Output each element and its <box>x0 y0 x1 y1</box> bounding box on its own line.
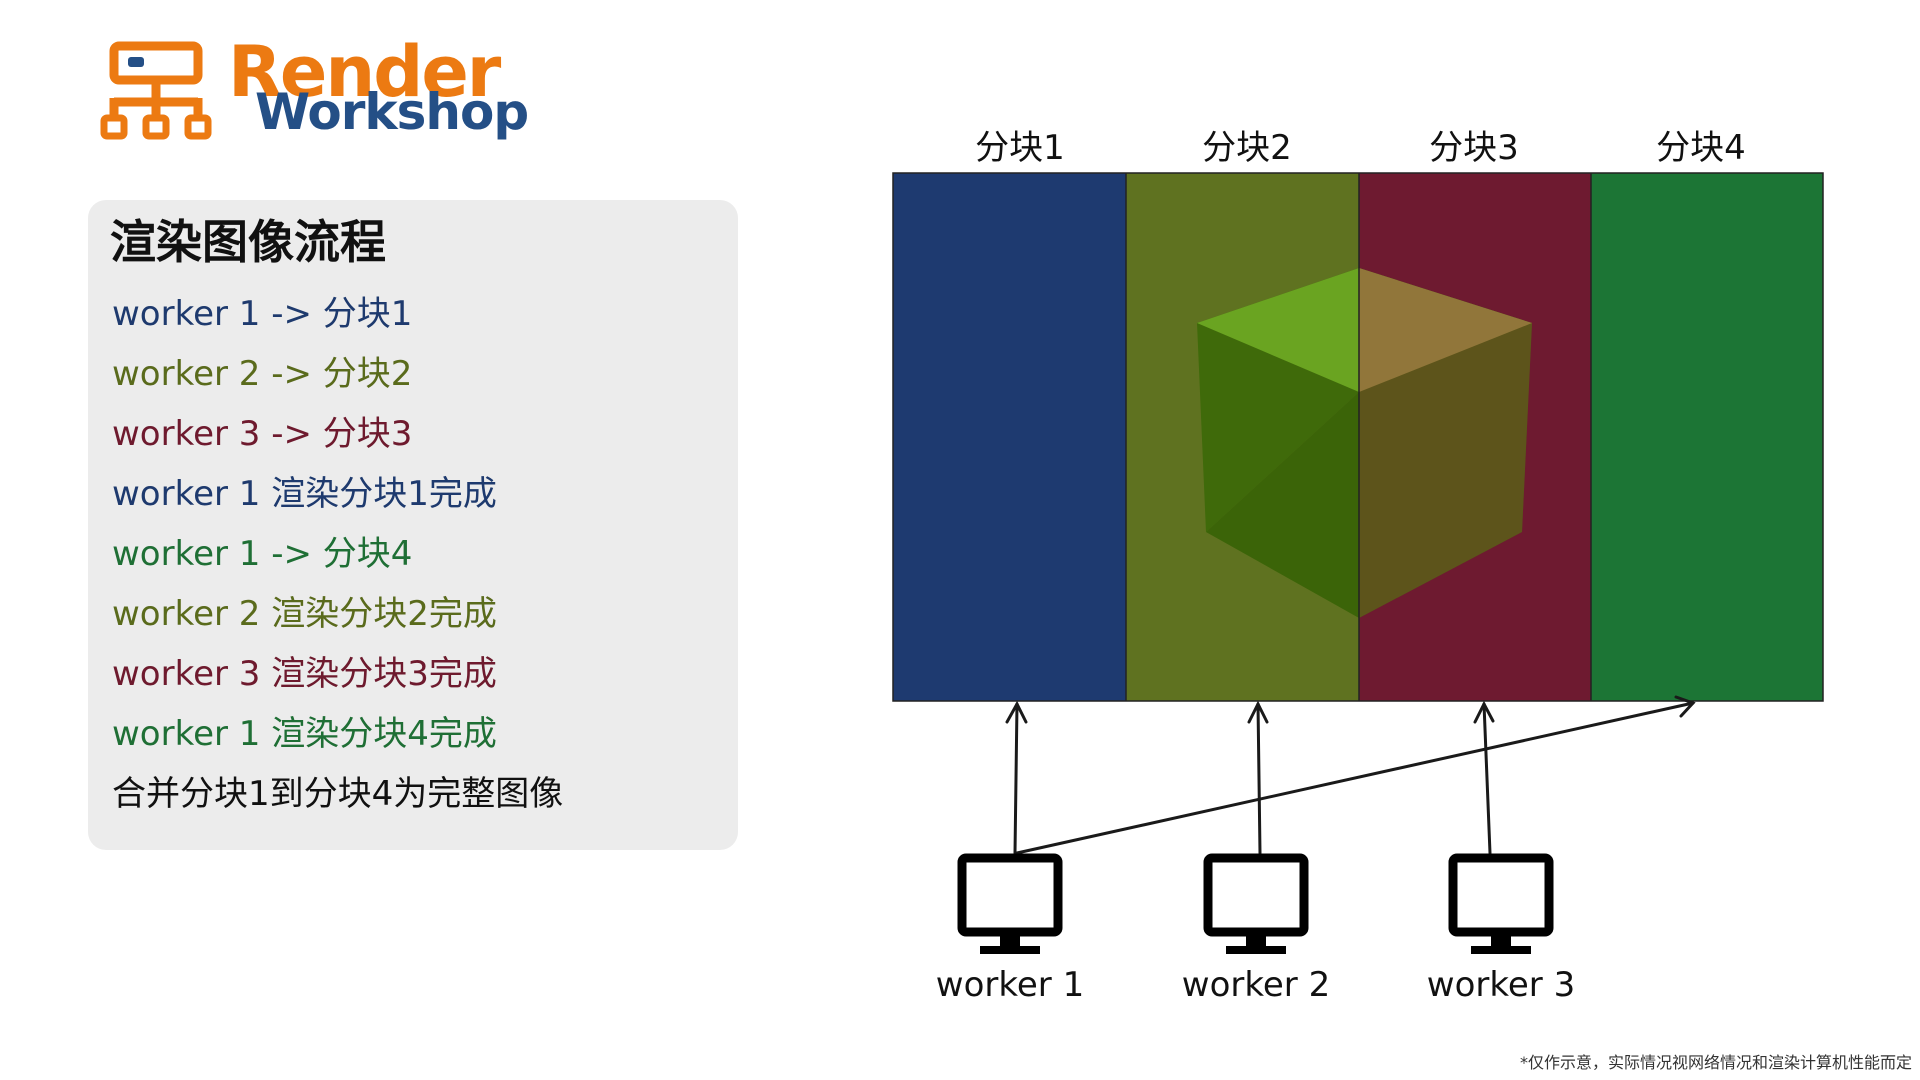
monitor-icon <box>1203 853 1309 954</box>
render-process-panel: 渲染图像流程 worker 1 -> 分块1 worker 2 -> 分块2 w… <box>88 200 738 850</box>
tile-label-4: 分块4 <box>1656 128 1746 168</box>
step-list: worker 1 -> 分块1 worker 2 -> 分块2 worker 3… <box>112 284 563 824</box>
assignment-arrows <box>1005 695 1696 855</box>
step-item: worker 1 -> 分块1 <box>112 294 413 334</box>
step-item: worker 2 -> 分块2 <box>112 354 413 394</box>
worker-label-1: worker 1 <box>935 965 1085 1005</box>
monitor-icon <box>1448 853 1554 954</box>
arrowhead-tile2 <box>1247 700 1269 724</box>
logo-text-workshop: Workshop <box>255 83 529 141</box>
tile-4 <box>1591 173 1823 701</box>
step-item: worker 3 渲染分块3完成 <box>112 654 497 694</box>
tile-1 <box>893 173 1126 701</box>
arrowhead-tile3 <box>1473 700 1495 724</box>
logo-text-render: Render <box>228 31 501 113</box>
tile-label-2: 分块2 <box>1202 128 1292 168</box>
monitor-icon <box>957 853 1063 954</box>
step-item: worker 1 -> 分块4 <box>112 534 413 574</box>
render-workshop-logo: Render Workshop <box>100 32 560 150</box>
step-item: worker 3 -> 分块3 <box>112 414 413 454</box>
step-item: worker 1 渲染分块1完成 <box>112 474 497 514</box>
tile-label-3: 分块3 <box>1429 128 1519 168</box>
step-item: worker 2 渲染分块2完成 <box>112 594 497 634</box>
disclaimer-footnote: *仅作示意，实际情况视网络情况和渲染计算机性能而定 <box>1519 1053 1912 1072</box>
step-item: 合并分块1到分块4为完整图像 <box>112 774 564 814</box>
arrow-worker1-tile4 <box>1015 701 1695 855</box>
arrowhead-tile4 <box>1674 695 1696 718</box>
tile-borders <box>892 172 1824 702</box>
arrow-worker3-tile3 <box>1482 702 1492 855</box>
panel-title: 渲染图像流程 <box>110 215 386 269</box>
step-item: worker 1 渲染分块4完成 <box>112 714 497 754</box>
tile-label-1: 分块1 <box>975 128 1065 168</box>
arrow-worker1-tile1 <box>1013 702 1019 855</box>
image-tiles <box>893 173 1823 701</box>
worker-label-3: worker 3 <box>1426 965 1576 1005</box>
worker-label-2: worker 2 <box>1181 965 1331 1005</box>
network-hierarchy-icon <box>100 41 212 140</box>
arrowhead-tile1 <box>1005 700 1028 724</box>
arrow-worker2-tile2 <box>1256 702 1262 855</box>
cube-render <box>1197 268 1532 618</box>
